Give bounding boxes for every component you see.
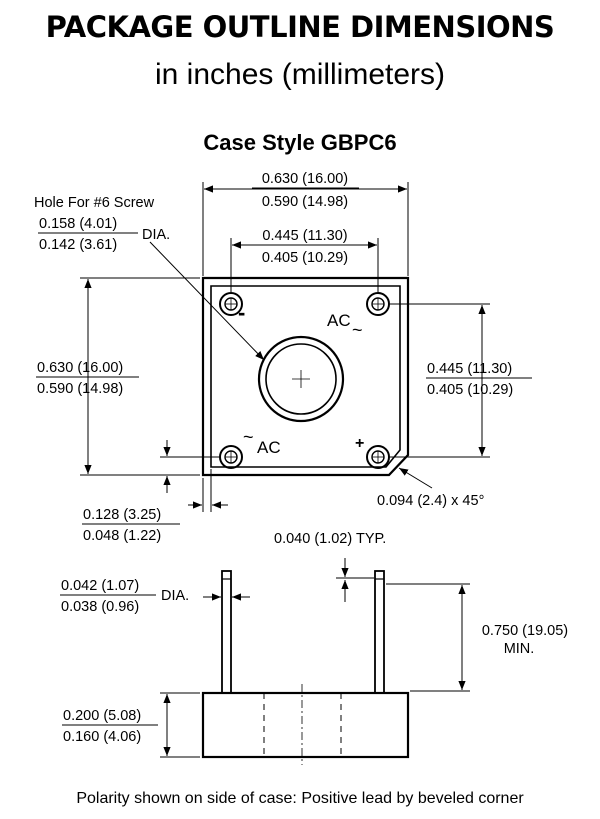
side-view	[160, 558, 470, 765]
right-spacing-top: 0.445 (11.30)	[427, 361, 512, 377]
pin-minus	[219, 292, 243, 316]
pin-ac-top-tilde: ~	[352, 320, 363, 340]
body-height-bottom: 0.160 (4.06)	[63, 729, 141, 745]
right-spacing-bottom: 0.405 (10.29)	[427, 382, 513, 398]
page-title: PACKAGE OUTLINE DIMENSIONS	[45, 10, 555, 44]
lead-thickness-dimension	[336, 558, 374, 602]
pin-ac-bottom	[219, 445, 243, 469]
lead-left	[221, 570, 232, 694]
pin-plus-label: +	[355, 435, 364, 452]
edge-horizontal-dimension	[188, 469, 228, 512]
pin-minus-label: -	[238, 300, 245, 325]
top-view-labels: Hole For #6 Screw 0.158 (4.01) 0.142 (3.…	[34, 171, 532, 544]
right-pin-spacing-dimension	[390, 303, 490, 458]
case-outline-outer	[201, 276, 410, 477]
height-bottom: 0.590 (14.98)	[37, 381, 123, 397]
pin-spacing-bottom: 0.405 (10.29)	[262, 250, 348, 266]
case-style-heading: Case Style GBPC6	[203, 130, 397, 155]
lead-dia-top: 0.042 (1.07)	[61, 578, 139, 594]
body-height-dimension	[160, 692, 200, 758]
mounting-hole	[257, 335, 345, 423]
pin-ac-top	[366, 292, 390, 316]
hole-label: Hole For #6 Screw	[34, 195, 155, 211]
case-outline-inner	[210, 285, 401, 468]
width-top: 0.630 (16.00)	[262, 171, 348, 187]
hole-dia-suffix: DIA.	[142, 227, 170, 243]
pin-spacing-top: 0.445 (11.30)	[262, 228, 347, 244]
lead-length-dimension	[386, 583, 470, 692]
lead-length-label: 0.750 (19.05)	[482, 623, 568, 639]
edge-top: 0.128 (3.25)	[83, 507, 161, 523]
hole-leader	[149, 241, 265, 361]
pin-ac-bottom-label: AC	[257, 438, 281, 457]
lead-dia-suffix: DIA.	[161, 588, 189, 604]
height-top: 0.630 (16.00)	[37, 360, 123, 376]
page-subtitle: in inches (millimeters)	[154, 58, 446, 91]
edge-bottom: 0.048 (1.22)	[83, 528, 161, 544]
lead-min-label: MIN.	[504, 641, 535, 657]
hole-dia-bottom: 0.142 (3.61)	[39, 237, 117, 253]
lead-right	[374, 570, 385, 694]
width-dimension	[202, 182, 409, 276]
polarity-note: Polarity shown on side of case: Positive…	[76, 790, 524, 807]
width-bottom: 0.590 (14.98)	[262, 194, 348, 210]
body-height-top: 0.200 (5.08)	[63, 708, 141, 724]
side-view-labels: 0.040 (1.02) TYP. 0.042 (1.07) 0.038 (0.…	[60, 531, 568, 745]
lead-thickness-label: 0.040 (1.02) TYP.	[274, 531, 386, 547]
hole-dia-top: 0.158 (4.01)	[39, 216, 117, 232]
pin-ac-bottom-tilde: ~	[243, 427, 254, 447]
edge-vertical-dimension	[160, 440, 219, 493]
pin-plus	[366, 445, 390, 469]
lead-dia-bottom: 0.038 (0.96)	[61, 599, 139, 615]
side-body	[201, 691, 410, 759]
bevel-leader	[398, 467, 433, 489]
pin-ac-top-label: AC	[327, 311, 351, 330]
top-view	[80, 182, 490, 512]
bevel-label: 0.094 (2.4) x 45°	[377, 493, 484, 509]
